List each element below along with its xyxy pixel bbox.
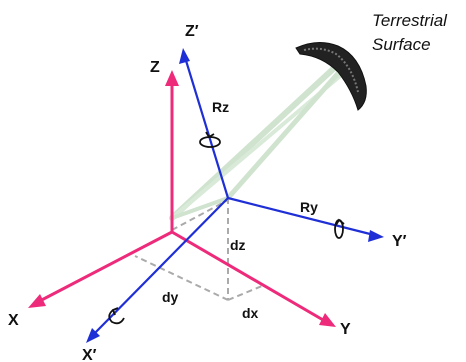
translation-guides [134, 198, 263, 301]
caption-line-2: Surface [372, 35, 431, 54]
global-y-label: Y [340, 321, 351, 338]
terrestrial-surface-shape [295, 42, 367, 111]
local-z-arrowhead [179, 48, 190, 64]
global-y-arrowhead [319, 313, 336, 327]
global-x-label: X [8, 312, 19, 329]
global-z-label: Z [150, 59, 160, 76]
global-y-axis [170, 230, 332, 326]
position-vector [169, 55, 354, 221]
local-x-arrowhead [86, 328, 100, 343]
local-x-label: X′ [82, 347, 97, 362]
dz-label: dz [230, 237, 246, 253]
global-axis-arrowheads [28, 70, 336, 327]
local-y-label: Y′ [392, 233, 407, 250]
local-z-axis [182, 52, 230, 200]
global-x-axis [32, 230, 174, 306]
rotation-rx-icon [108, 307, 125, 325]
ry-label: Ry [300, 199, 318, 215]
rz-label: Rz [212, 99, 229, 115]
rotation-ry-icon [334, 218, 345, 239]
surface-caption: Terrestrial Surface [372, 11, 448, 54]
local-x-axis [88, 196, 230, 340]
local-axes [88, 52, 380, 340]
axis-labels: Z X Y Z′ Y′ X′ [8, 23, 407, 362]
parameter-labels: Rz Ry dz dy dx [162, 99, 318, 321]
rotation-symbols [108, 131, 345, 325]
caption-line-1: Terrestrial [372, 11, 448, 30]
global-z-arrowhead [165, 70, 179, 86]
local-z-label: Z′ [185, 23, 199, 40]
local-axis-arrowheads [86, 48, 384, 343]
local-y-arrowhead [368, 230, 384, 242]
global-x-arrowhead [28, 294, 46, 308]
local-y-axis [226, 196, 380, 238]
dx-label: dx [242, 305, 259, 321]
global-axes [32, 76, 332, 326]
rotation-rz-icon [199, 131, 221, 148]
dy-label: dy [162, 289, 179, 305]
